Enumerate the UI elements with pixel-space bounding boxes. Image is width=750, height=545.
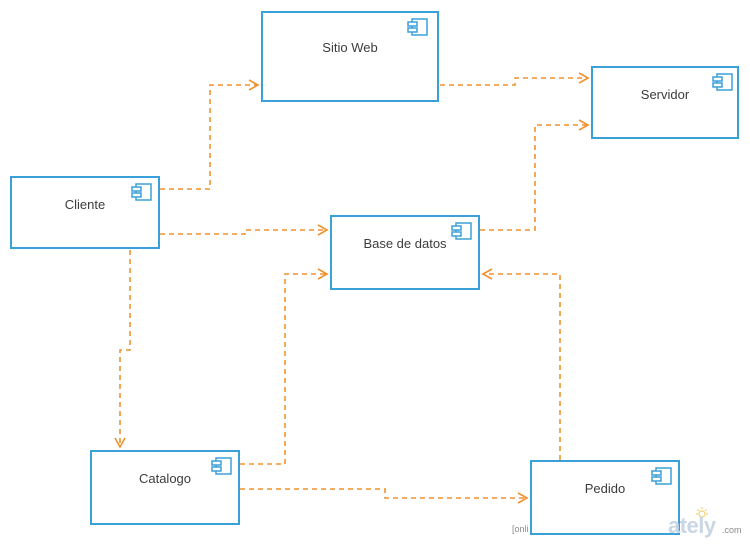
component-cliente[interactable]: Cliente (10, 176, 160, 249)
component-label-base-de-datos: Base de datos (363, 236, 447, 251)
dependency-arrow-catalogo-to-pedido (240, 488, 529, 504)
dependency-arrow-cliente-to-base-de-datos (160, 224, 329, 236)
component-label-cliente: Cliente (64, 197, 106, 212)
dependency-arrow-catalogo-to-base-de-datos (240, 268, 329, 465)
component-base-de-datos[interactable]: Base de datos (330, 215, 480, 290)
component-sitio-web[interactable]: Sitio Web (261, 11, 439, 102)
dependency-arrow-cliente-to-catalogo (114, 250, 131, 449)
component-label-catalogo: Catalogo (138, 471, 192, 486)
dependency-arrow-pedido-to-base-de-datos (481, 268, 561, 460)
uml-component-icon (712, 73, 733, 91)
uml-component-icon (211, 457, 232, 475)
component-catalogo[interactable]: Catalogo (90, 450, 240, 525)
component-label-sitio-web: Sitio Web (322, 40, 378, 55)
component-label-servidor: Servidor (640, 87, 690, 102)
watermark-prefix: [onli (512, 524, 529, 534)
uml-component-icon (131, 183, 152, 201)
dependency-arrow-base-de-datos-to-servidor (480, 119, 590, 231)
uml-component-icon (451, 222, 472, 240)
sun-logo-icon (696, 507, 708, 518)
component-servidor[interactable]: Servidor (591, 66, 739, 139)
connectors-layer (114, 72, 590, 504)
watermark-suffix: .com (722, 525, 742, 535)
dependency-arrow-sitio-web-to-servidor (440, 72, 590, 86)
watermark-brand: ately (668, 513, 716, 538)
component-label-pedido: Pedido (584, 481, 626, 496)
dependency-arrow-cliente-to-sitio-web (160, 79, 260, 190)
uml-component-icon (651, 467, 672, 485)
uml-component-icon (407, 18, 428, 36)
component-pedido[interactable]: Pedido (530, 460, 680, 535)
